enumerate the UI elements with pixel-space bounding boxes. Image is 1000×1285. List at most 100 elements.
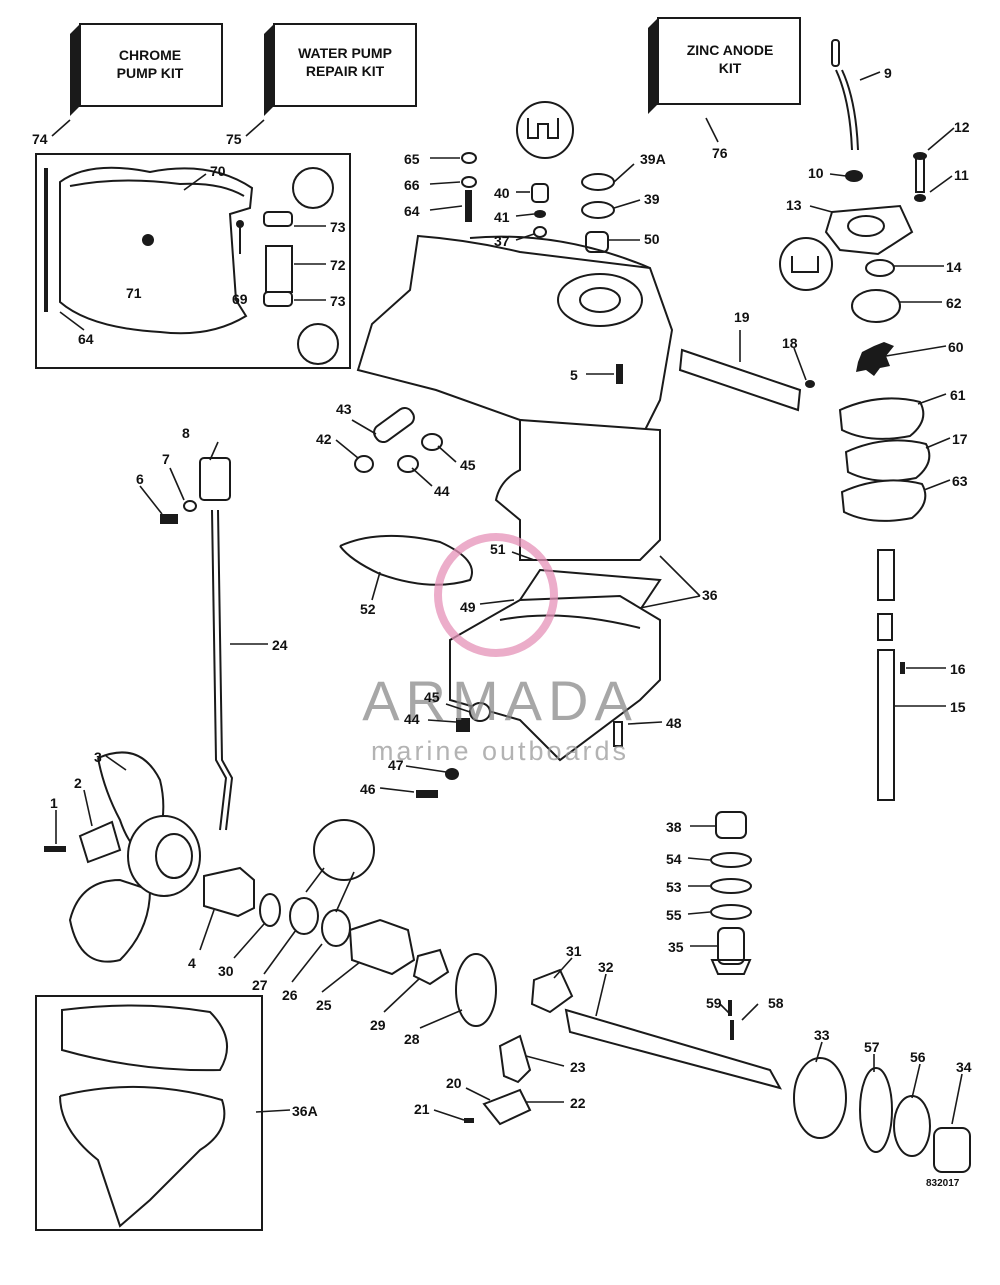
- label-36A: 36A: [292, 1103, 318, 1119]
- label-37: 37: [494, 233, 510, 249]
- label-73b: 73: [330, 293, 346, 309]
- anode-bar: [678, 348, 815, 412]
- label-75: 75: [226, 131, 242, 147]
- label-38: 38: [666, 819, 682, 835]
- label-65: 65: [404, 151, 420, 167]
- label-48: 48: [666, 715, 682, 731]
- chrome-pump-inset: [35, 153, 351, 369]
- label-28: 28: [404, 1031, 420, 1047]
- watermark-propeller-icon: [434, 533, 558, 657]
- leader-lines: [51, 71, 963, 1125]
- water-pump-parts: [779, 39, 931, 801]
- label-24: 24: [272, 637, 288, 653]
- label-55: 55: [666, 907, 682, 923]
- label-6: 6: [136, 471, 144, 487]
- label-19: 19: [734, 309, 750, 325]
- label-17: 17: [952, 431, 968, 447]
- label-32: 32: [598, 959, 614, 975]
- label-63: 63: [952, 473, 968, 489]
- label-9: 9: [884, 65, 892, 81]
- label-25: 25: [316, 997, 332, 1013]
- label-58: 58: [768, 995, 784, 1011]
- label-39A: 39A: [640, 151, 666, 167]
- label-29: 29: [370, 1017, 386, 1033]
- label-49: 49: [460, 599, 476, 615]
- label-20: 20: [446, 1075, 462, 1091]
- label-18: 18: [782, 335, 798, 351]
- label-47: 47: [388, 757, 404, 773]
- label-41: 41: [494, 209, 510, 225]
- label-51: 51: [490, 541, 506, 557]
- label-44a: 44: [434, 483, 450, 499]
- label-59: 59: [706, 995, 722, 1011]
- label-45b: 45: [424, 689, 440, 705]
- label-74: 74: [32, 131, 48, 147]
- part-labels: 74 75 76 70 73 72 73 71 69 64 65 66 64 4…: [32, 65, 972, 1189]
- label-5: 5: [570, 367, 578, 383]
- pinion-stack: [710, 811, 752, 975]
- label-26: 26: [282, 987, 298, 1003]
- label-39: 39: [644, 191, 660, 207]
- watermark-name: ARMADA: [362, 669, 638, 732]
- top-small-parts: [461, 101, 615, 253]
- gearcase-36a-inset: [35, 995, 263, 1231]
- label-11: 11: [954, 167, 969, 183]
- label-1: 1: [50, 795, 58, 811]
- label-10: 10: [808, 165, 824, 181]
- label-15: 15: [950, 699, 966, 715]
- center-small-parts: [339, 406, 473, 586]
- label-56: 56: [910, 1049, 926, 1065]
- label-52: 52: [360, 601, 376, 617]
- label-12: 12: [954, 119, 970, 135]
- label-34: 34: [956, 1059, 972, 1075]
- label-7: 7: [162, 451, 170, 467]
- label-3: 3: [94, 749, 102, 765]
- gearcase: [416, 594, 661, 798]
- label-46: 46: [360, 781, 376, 797]
- label-64a: 64: [78, 331, 94, 347]
- label-8: 8: [182, 425, 190, 441]
- label-2: 2: [74, 775, 82, 791]
- figure-code: 832017: [926, 1178, 960, 1189]
- label-66: 66: [404, 177, 420, 193]
- label-72: 72: [330, 257, 346, 273]
- label-16: 16: [950, 661, 966, 677]
- label-27: 27: [252, 977, 268, 993]
- label-43: 43: [336, 401, 352, 417]
- label-60: 60: [948, 339, 964, 355]
- label-71: 71: [126, 285, 142, 301]
- label-70: 70: [210, 163, 226, 179]
- label-76: 76: [712, 145, 728, 161]
- label-57: 57: [864, 1039, 880, 1055]
- label-54: 54: [666, 851, 682, 867]
- label-61: 61: [950, 387, 966, 403]
- watermark: ARMADA marine outboards: [362, 533, 638, 766]
- label-45a: 45: [460, 457, 476, 473]
- label-14: 14: [946, 259, 962, 275]
- label-13: 13: [786, 197, 802, 213]
- propshaft-parts: [203, 819, 783, 1126]
- reverse-gear-parts: [793, 1057, 971, 1173]
- label-31: 31: [566, 943, 582, 959]
- label-40: 40: [494, 185, 510, 201]
- label-36: 36: [702, 587, 718, 603]
- label-53: 53: [666, 879, 682, 895]
- label-69: 69: [232, 291, 248, 307]
- label-22: 22: [570, 1095, 586, 1111]
- label-50: 50: [644, 231, 660, 247]
- label-30: 30: [218, 963, 234, 979]
- label-35: 35: [668, 939, 684, 955]
- label-64b: 64: [404, 203, 420, 219]
- propeller: [44, 751, 201, 963]
- label-4: 4: [188, 955, 196, 971]
- label-21: 21: [414, 1101, 430, 1117]
- label-73a: 73: [330, 219, 346, 235]
- label-44b: 44: [404, 711, 420, 727]
- label-42: 42: [316, 431, 332, 447]
